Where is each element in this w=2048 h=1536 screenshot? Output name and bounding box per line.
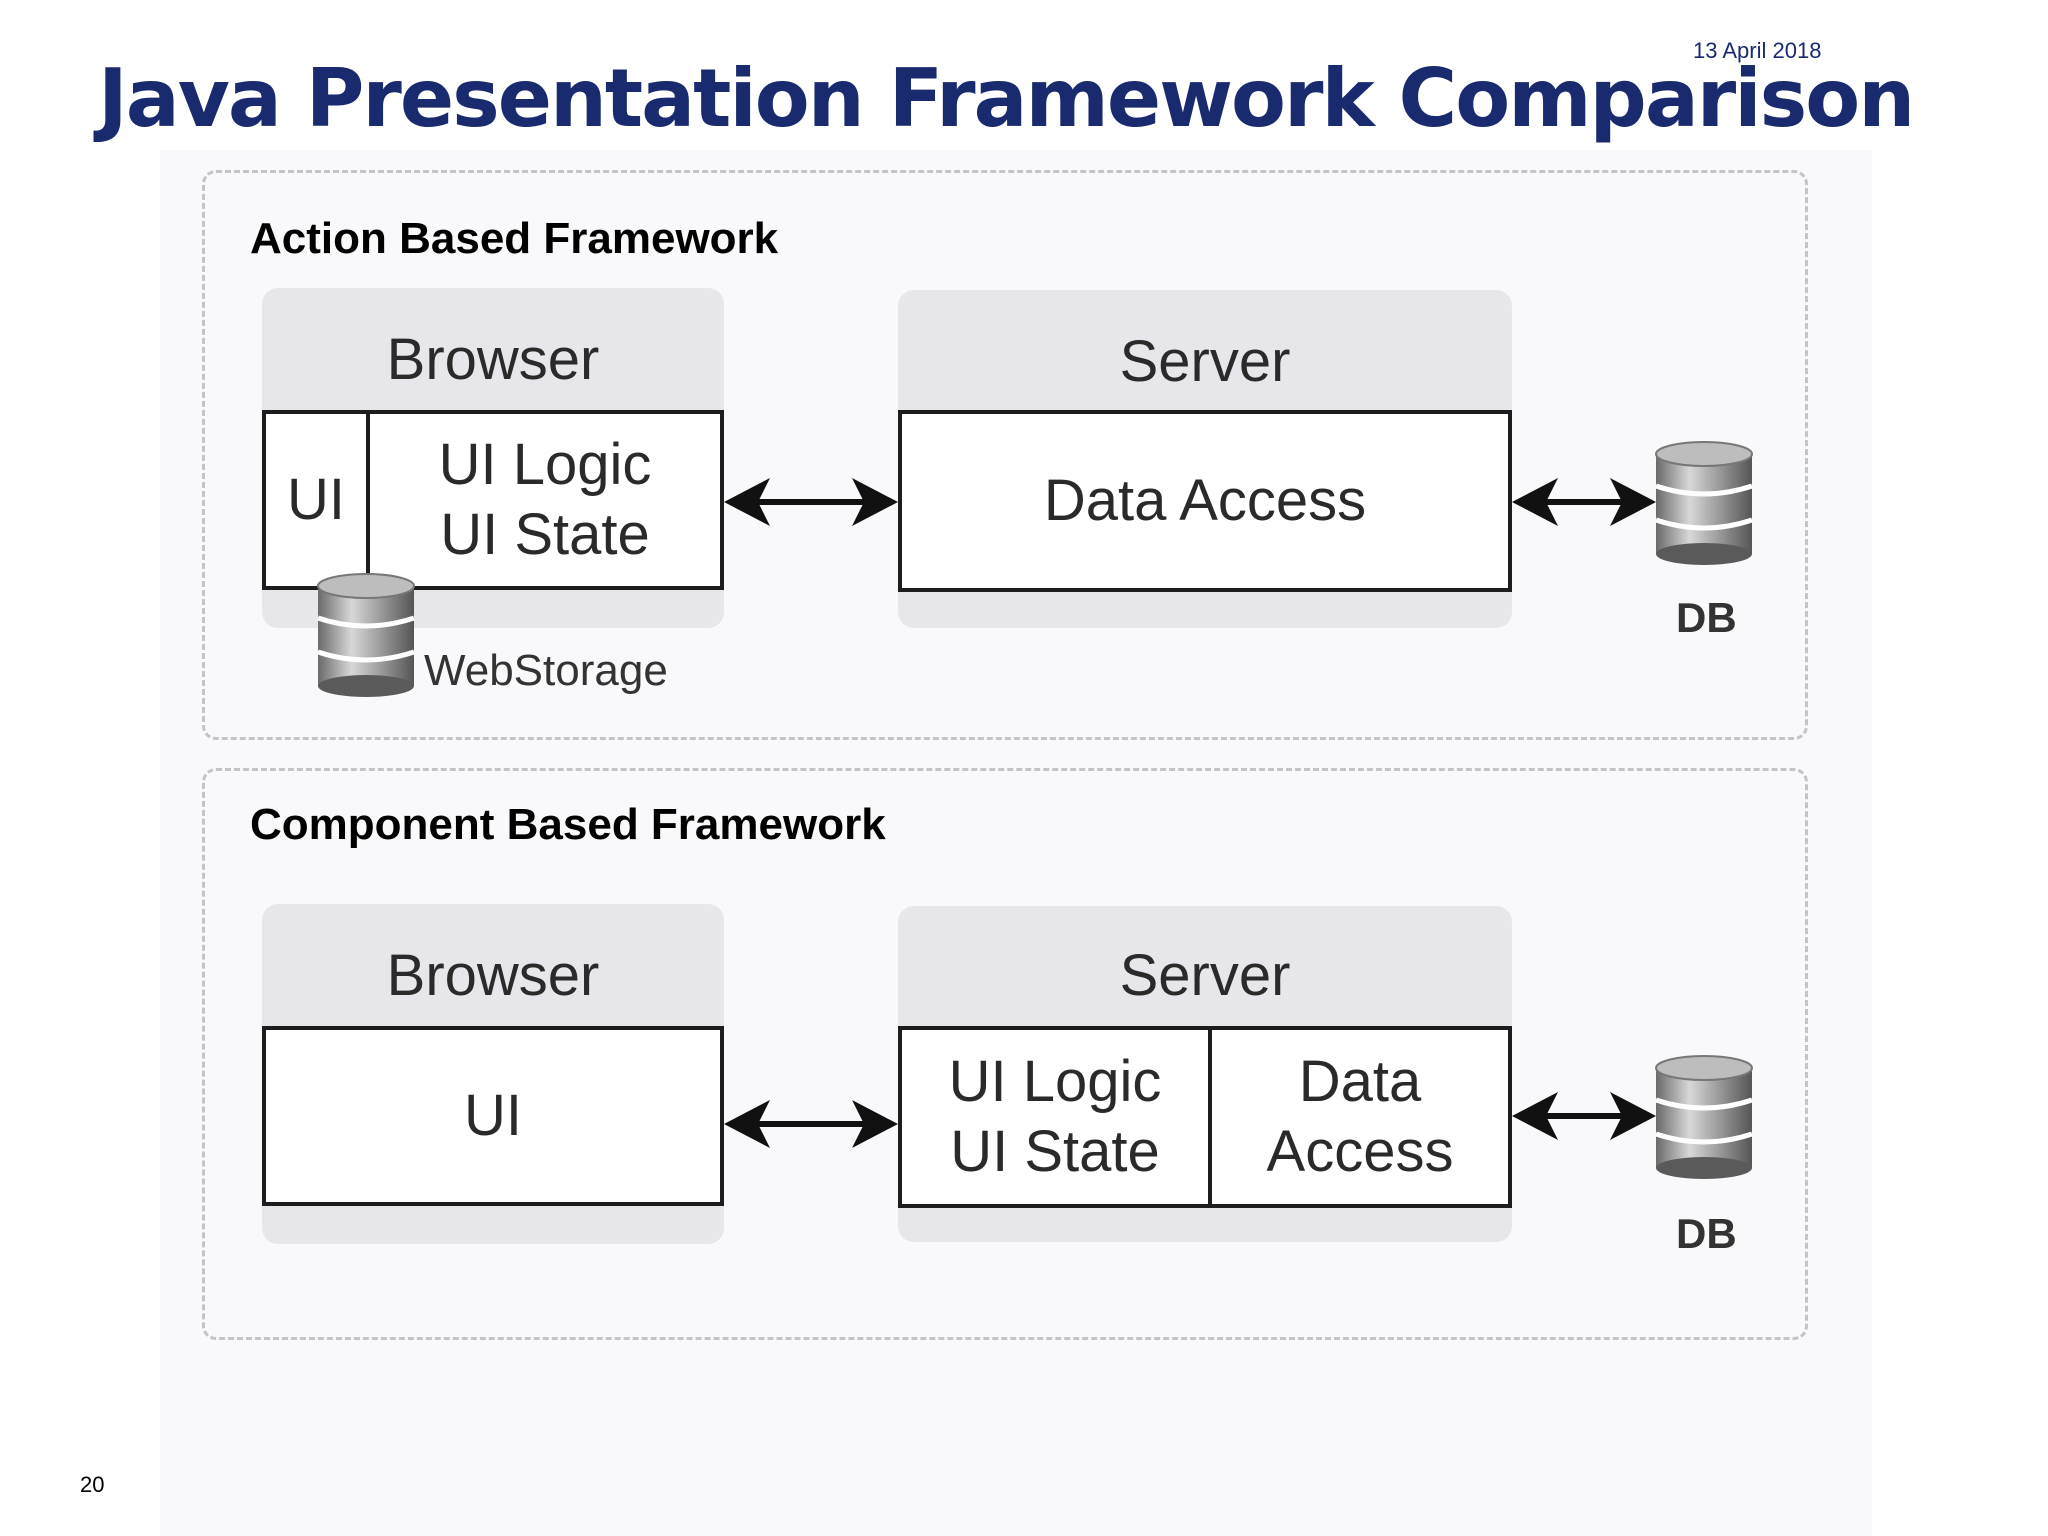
component-data-access-cell: Data Access: [1212, 1030, 1508, 1204]
slide-date: 13 April 2018: [1693, 38, 1822, 63]
component-database-icon: [1655, 1055, 1753, 1179]
component-data-label: Data: [1298, 1049, 1422, 1114]
action-framework-heading: Action Based Framework: [250, 214, 779, 263]
slide-title: Java Presentation Framework Comparison: [98, 52, 1915, 145]
component-ui-cell: UI: [266, 1030, 720, 1202]
action-browser-divider: [366, 414, 370, 586]
action-database-icon: [1655, 441, 1753, 565]
action-ui-label: UI: [287, 467, 345, 532]
action-browser-server-double-arrow-icon: [724, 478, 898, 526]
action-browser-box: UI UI Logic UI State: [262, 410, 724, 590]
component-access-label: Access: [1266, 1119, 1454, 1184]
webstorage-label: WebStorage: [424, 646, 668, 695]
component-browser-box: UI: [262, 1026, 724, 1206]
action-server-db-double-arrow-icon: [1512, 478, 1656, 526]
component-server-divider: [1208, 1030, 1212, 1204]
component-ui-state-label: UI State: [950, 1119, 1160, 1184]
action-data-access-label: Data Access: [1043, 468, 1367, 533]
component-server-title: Server: [1119, 943, 1291, 1008]
action-framework-panel: [202, 170, 1808, 740]
action-ui-cell: UI: [266, 414, 366, 586]
component-server-box: UI Logic UI State Data Access: [898, 1026, 1512, 1208]
component-server-db-double-arrow-icon: [1512, 1092, 1656, 1140]
action-server-title: Server: [1119, 329, 1291, 394]
component-ui-label: UI: [464, 1083, 522, 1148]
component-browser-server-double-arrow-icon: [724, 1100, 898, 1148]
action-db-label: DB: [1676, 594, 1737, 641]
webstorage-database-icon: [317, 573, 415, 697]
component-browser-title: Browser: [386, 943, 600, 1008]
action-ui-logic-state-cell: UI Logic UI State: [370, 414, 720, 586]
slide-page-number: 20: [80, 1472, 105, 1497]
action-server-box: Data Access: [898, 410, 1512, 592]
action-data-access-cell: Data Access: [902, 414, 1508, 588]
component-db-label: DB: [1676, 1210, 1737, 1257]
component-framework-panel: [202, 768, 1808, 1340]
component-framework-heading: Component Based Framework: [250, 800, 886, 849]
component-ui-logic-label: UI Logic: [948, 1049, 1162, 1114]
action-ui-logic-label: UI Logic: [438, 432, 652, 497]
action-ui-state-label: UI State: [440, 502, 650, 567]
component-ui-logic-state-cell: UI Logic UI State: [902, 1030, 1208, 1204]
action-browser-title: Browser: [386, 327, 600, 392]
